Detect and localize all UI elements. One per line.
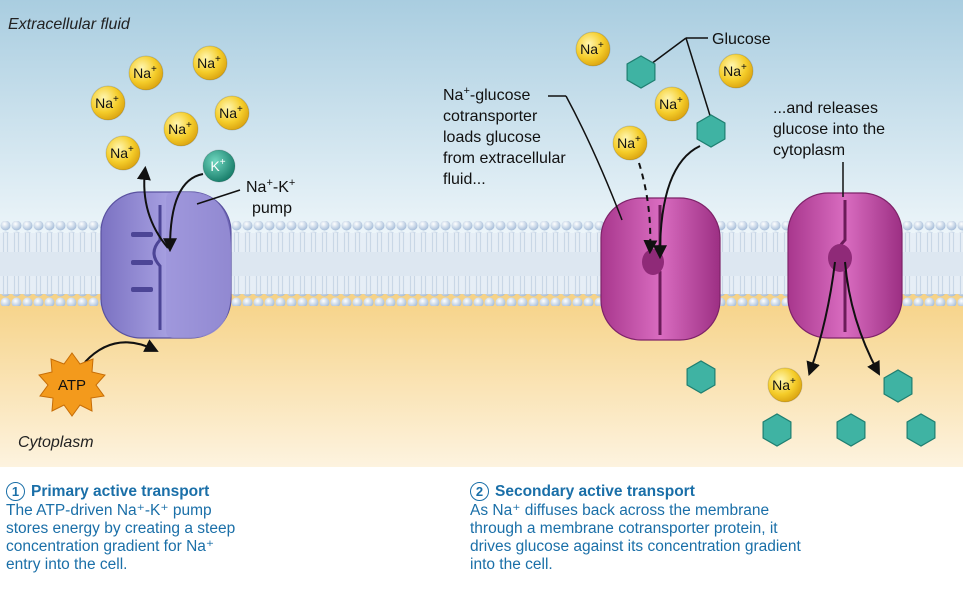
cotransporter-label-line5: fluid...	[443, 171, 486, 188]
glucose-label: Glucose	[712, 31, 771, 48]
extracellular-label: Extracellular fluid	[8, 16, 131, 33]
cotransporter-loading	[600, 197, 721, 341]
caption-secondary-line: through a membrane cotransporter protein…	[470, 520, 778, 537]
release-label-line1: ...and releases	[773, 100, 878, 117]
glucose-molecules	[626, 55, 936, 447]
transport-arrows	[84, 37, 880, 376]
membrane-transport-diagram: Extracellular fluid Cytoplasm Na+-K+ pum…	[0, 0, 963, 467]
na-k-pump	[100, 191, 232, 339]
sodium-ion: Na+	[90, 85, 126, 121]
cytoplasm-label: Cytoplasm	[18, 434, 94, 451]
release-label-line2: glucose into the	[773, 121, 885, 138]
pump-label: Na+-K+	[246, 177, 295, 196]
sodium-ion: Na+	[214, 95, 250, 131]
caption-secondary-line: into the cell.	[470, 556, 553, 573]
svg-text:Na+: Na+	[659, 95, 683, 112]
sodium-ion: Na+	[192, 45, 228, 81]
sodium-ion: Na+	[575, 31, 611, 67]
svg-text:Na+: Na+	[580, 40, 604, 57]
glucose-molecule	[762, 413, 792, 447]
step-number-2: 2	[470, 482, 489, 501]
glucose-molecule	[686, 360, 716, 394]
glucose-molecule	[883, 369, 913, 403]
caption-secondary-title: Secondary active transport	[495, 482, 695, 500]
caption-primary-line: entry into the cell.	[6, 556, 128, 573]
svg-text:Na+: Na+	[133, 64, 157, 81]
sodium-ion: Na+	[718, 53, 754, 89]
glucose-molecule	[906, 413, 936, 447]
sodium-ion: Na+	[654, 86, 690, 122]
sodium-ion: Na+	[612, 125, 648, 161]
caption-primary-line: The ATP-driven Na⁺-K⁺ pump	[6, 502, 212, 519]
caption-primary-heading: 1 Primary active transport	[6, 482, 426, 501]
release-label-line3: cytoplasm	[773, 142, 845, 159]
cotransporter-label-line3: loads glucose	[443, 129, 541, 146]
atp-label: ATP	[58, 377, 86, 394]
atp-burst: ATP	[38, 352, 106, 417]
sodium-ion: Na+	[767, 367, 803, 403]
sodium-ion: Na+	[105, 135, 141, 171]
svg-text:Na+: Na+	[617, 134, 641, 151]
caption-primary-title: Primary active transport	[31, 482, 210, 500]
potassium-ions: K+	[202, 149, 236, 183]
sodium-ions: Na+ Na+ Na+ Na+ Na+ Na+ Na+ Na+ Na+ Na+ Na+	[90, 31, 803, 403]
glucose-molecule	[696, 114, 726, 148]
svg-text:Na+: Na+	[772, 376, 796, 393]
glucose-molecule	[836, 413, 866, 447]
svg-text:Na+: Na+	[95, 94, 119, 111]
caption-primary: 1 Primary active transport The ATP-drive…	[6, 482, 426, 574]
caption-secondary: 2 Secondary active transport As Na⁺ diff…	[470, 482, 940, 574]
caption-secondary-line: drives glucose against its concentration…	[470, 538, 801, 555]
svg-text:K+: K+	[210, 157, 225, 174]
cotransporter-label-line4: from extracellular	[443, 150, 566, 167]
pump-label-line2: pump	[252, 200, 292, 217]
svg-text:Na+: Na+	[219, 104, 243, 121]
glucose-molecule	[626, 55, 656, 89]
cotransporter-label-line2: cotransporter	[443, 108, 538, 125]
sodium-ion: Na+	[163, 111, 199, 147]
caption-secondary-line: As Na⁺ diffuses back across the membrane	[470, 502, 770, 519]
step-number-1: 1	[6, 482, 25, 501]
cotransporter-label: Na+-glucose	[443, 85, 530, 104]
svg-text:Na+: Na+	[168, 120, 192, 137]
caption-primary-line: concentration gradient for Na⁺	[6, 538, 215, 555]
svg-text:Na+: Na+	[110, 144, 134, 161]
potassium-ion: K+	[202, 149, 236, 183]
caption-primary-line: stores energy by creating a steep	[6, 520, 236, 537]
svg-text:Na+: Na+	[723, 62, 747, 79]
svg-text:Na+: Na+	[197, 54, 221, 71]
sodium-ion: Na+	[128, 55, 164, 91]
caption-secondary-heading: 2 Secondary active transport	[470, 482, 940, 501]
